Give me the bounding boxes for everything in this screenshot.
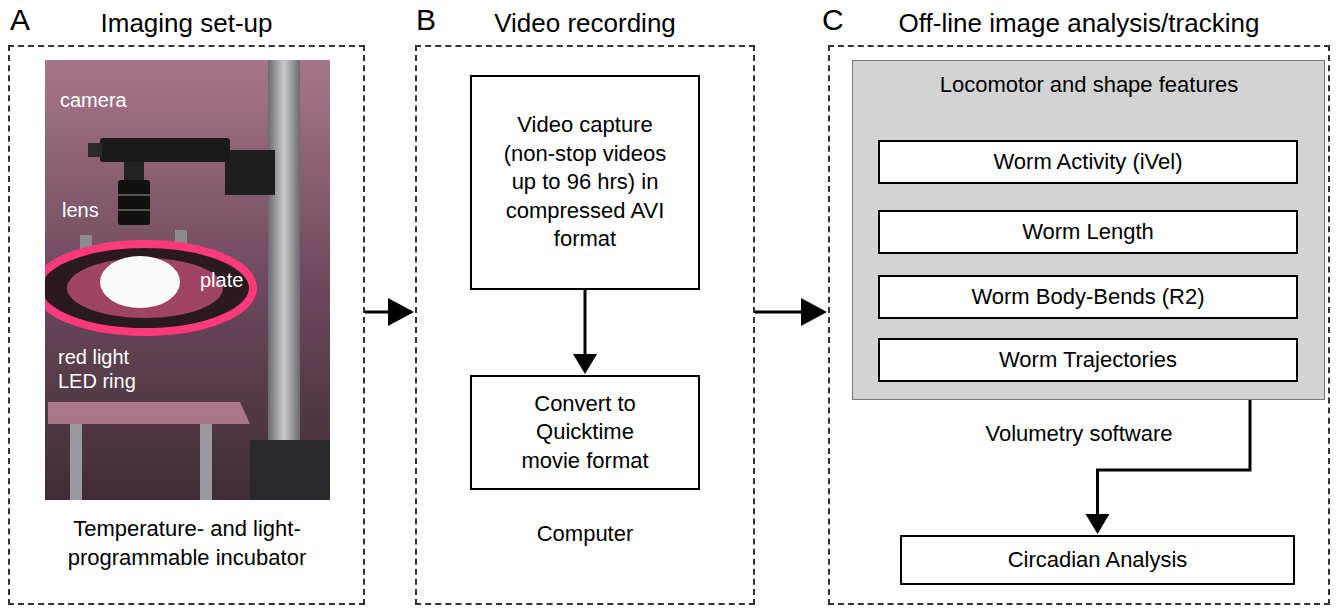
connector-line — [584, 290, 587, 356]
post — [200, 424, 212, 500]
stand-pole — [268, 60, 300, 500]
lens-ring — [118, 194, 150, 196]
arrow-head — [801, 298, 827, 326]
acrylic-platform — [48, 402, 250, 424]
connector-line — [755, 311, 803, 314]
feature-group: Locomotor and shape featuresWorm Activit… — [852, 60, 1325, 400]
table — [250, 440, 330, 500]
photo-content — [45, 60, 330, 500]
panel-heading: Imaging set-up — [10, 3, 363, 43]
lens-ring — [118, 209, 150, 211]
panel-frame: Off-line image analysis/trackingVolumetr… — [828, 45, 1330, 605]
part-label: camera — [60, 88, 127, 112]
connector-line — [365, 311, 390, 314]
panel-heading: Video recording — [417, 3, 753, 43]
arrow-head — [573, 354, 597, 374]
feature-box: Worm Body-Bends (R2) — [878, 275, 1298, 319]
box-text: Convert to Quicktime movie format — [512, 390, 658, 476]
camera-back — [88, 143, 102, 157]
lens-body — [118, 180, 150, 225]
process-box: Video capture (non-stop videos up to 96 … — [470, 75, 700, 290]
post — [70, 424, 82, 500]
part-label: plate — [200, 268, 260, 292]
connector-line — [1098, 400, 1251, 516]
caption-text: Locomotor and shape features — [859, 71, 1319, 100]
part-label: red light LED ring — [58, 345, 153, 393]
panel-letter: B — [416, 2, 436, 38]
caption-text: Volumetry software — [879, 420, 1279, 449]
panel-heading: Off-line image analysis/tracking — [830, 3, 1328, 43]
connector — [573, 290, 597, 374]
plate — [100, 256, 180, 308]
box-text: Video capture (non-stop videos up to 96 … — [492, 111, 678, 254]
arrow-head — [1086, 514, 1110, 534]
box-text: Worm Activity (iVel) — [993, 148, 1182, 177]
connector — [365, 298, 414, 326]
camera-body — [100, 138, 230, 162]
box-text: Circadian Analysis — [1008, 546, 1188, 575]
feature-box: Worm Length — [878, 210, 1298, 254]
connector — [1086, 400, 1251, 534]
box-text: Worm Trajectories — [999, 346, 1177, 375]
process-box: Convert to Quicktime movie format — [470, 375, 700, 490]
camera-neck — [124, 162, 144, 180]
part-label: lens — [62, 198, 99, 222]
arrow-head — [388, 298, 414, 326]
feature-box: Worm Activity (iVel) — [878, 140, 1298, 184]
box-text: Worm Body-Bends (R2) — [971, 283, 1204, 312]
caption-text: Temperature- and light- programmable inc… — [47, 515, 327, 572]
panel-frame: Imaging set-upTemperature- and light- pr… — [8, 45, 365, 605]
camera-mount — [225, 150, 275, 195]
panel-letter: C — [822, 2, 844, 38]
connector — [755, 298, 827, 326]
box-text: Worm Length — [1022, 218, 1154, 247]
process-box: Circadian Analysis — [900, 535, 1295, 585]
panel-frame: Video recordingComputerVideo capture (no… — [415, 45, 755, 605]
panel-letter: A — [10, 2, 30, 38]
caption-text: Computer — [435, 520, 735, 549]
feature-box: Worm Trajectories — [878, 338, 1298, 382]
